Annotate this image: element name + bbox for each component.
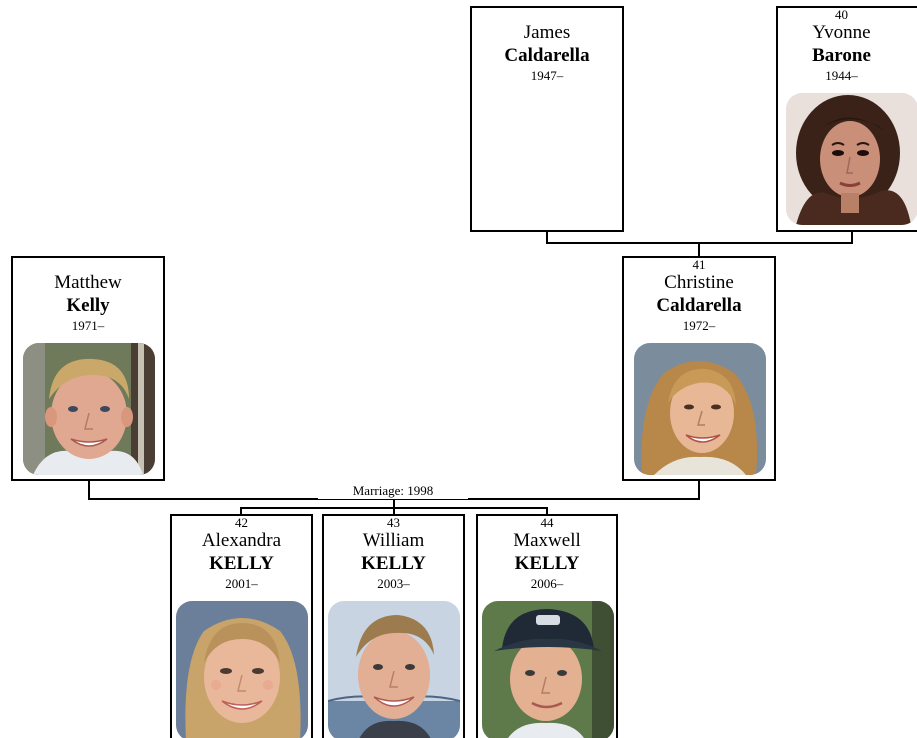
life-years: 1944– bbox=[825, 68, 858, 83]
given-name: Matthew bbox=[54, 272, 122, 293]
given-name: Christine bbox=[664, 272, 734, 293]
life-years: 1972– bbox=[682, 318, 716, 333]
person-card-james[interactable]: James Caldarella 1947– bbox=[470, 6, 624, 232]
person-card-william[interactable]: 43 William KELLY 2003– bbox=[322, 514, 465, 738]
life-years: 1947– bbox=[530, 68, 564, 83]
life-years: 1971– bbox=[71, 318, 105, 333]
person-number: 43 bbox=[387, 515, 400, 530]
person-number: 42 bbox=[235, 515, 248, 530]
life-years: 2003– bbox=[377, 576, 410, 591]
person-number: 41 bbox=[692, 257, 706, 272]
person-number: 40 bbox=[835, 7, 848, 22]
surname: KELLY bbox=[209, 553, 274, 574]
surname: KELLY bbox=[514, 553, 580, 574]
surname: KELLY bbox=[361, 553, 426, 574]
person-number: 44 bbox=[540, 515, 554, 530]
surname: Kelly bbox=[66, 295, 110, 316]
given-name: Maxwell bbox=[513, 530, 581, 551]
surname: Barone bbox=[812, 45, 871, 66]
portrait-girl-blonde-icon bbox=[176, 601, 308, 738]
portrait-woman-dark-hair-icon bbox=[786, 93, 917, 225]
person-card-yvonne[interactable]: 40 Yvonne Barone 1944– bbox=[776, 6, 917, 232]
portrait-man-blond-icon bbox=[23, 343, 155, 475]
person-card-maxwell[interactable]: 44 Maxwell KELLY 2006– bbox=[476, 514, 618, 738]
portrait-young-man-icon bbox=[328, 601, 460, 738]
surname: Caldarella bbox=[504, 45, 590, 66]
given-name: James bbox=[523, 22, 571, 43]
marriage-label: Marriage: 1998 bbox=[318, 483, 468, 499]
life-years: 2006– bbox=[530, 576, 564, 591]
person-number bbox=[472, 8, 622, 21]
portrait-woman-blonde-icon bbox=[634, 343, 766, 475]
person-card-christine[interactable]: 41 Christine Caldarella 1972– bbox=[622, 256, 776, 481]
life-years: 2001– bbox=[225, 576, 258, 591]
parents-connector bbox=[546, 231, 853, 244]
person-card-matthew[interactable]: Matthew Kelly 1971– bbox=[11, 256, 165, 481]
surname: Caldarella bbox=[656, 295, 742, 316]
person-number bbox=[13, 258, 163, 271]
portrait-boy-cap-icon bbox=[482, 601, 614, 738]
given-name: Yvonne bbox=[812, 22, 871, 43]
given-name: William bbox=[362, 530, 425, 551]
given-name: Alexandra bbox=[201, 530, 282, 551]
person-card-alexandra[interactable]: 42 Alexandra KELLY 2001– bbox=[170, 514, 313, 738]
